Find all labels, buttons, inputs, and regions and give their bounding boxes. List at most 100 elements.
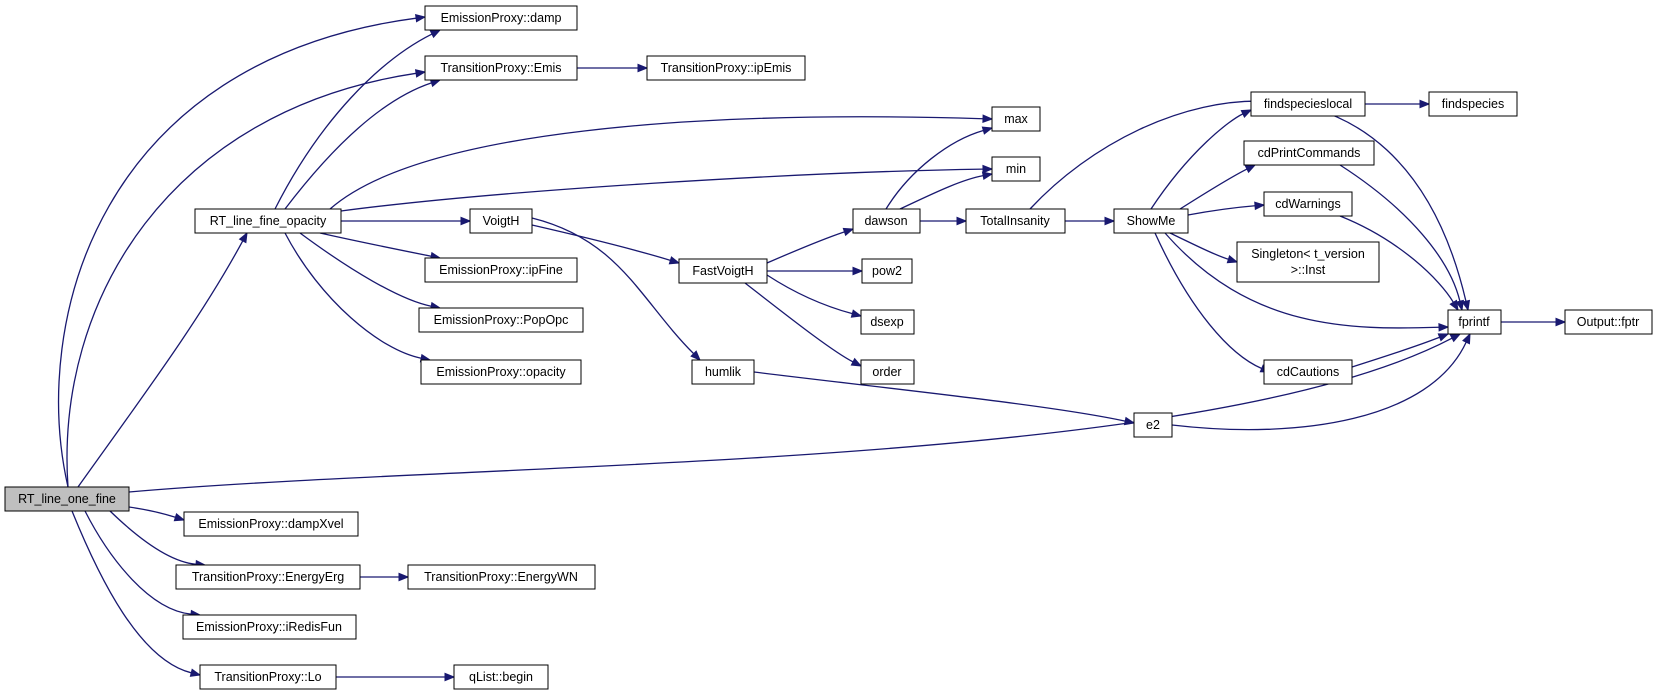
node-order[interactable]: order (860, 359, 915, 385)
node-label: EmissionProxy::dampXvel (198, 517, 343, 531)
edge-e2-to-fprintf (1171, 332, 1471, 431)
node-cdwarnings[interactable]: cdWarnings (1263, 191, 1353, 217)
edge-line (1351, 336, 1440, 368)
edge-fprintf-to-output-fptr (1501, 317, 1567, 327)
arrowhead-icon (173, 513, 186, 522)
node-label: cdWarnings (1275, 197, 1341, 211)
node-voigth[interactable]: VoigtH (469, 208, 533, 234)
edge-cdcautions-to-fprintf (1351, 333, 1450, 368)
arrowhead-icon (1449, 299, 1459, 312)
edge-cdwarnings-to-fprintf (1339, 215, 1459, 312)
node-min[interactable]: min (991, 156, 1041, 182)
edge-rt-line-fine-opacity-to-emissionproxy-ipfine (319, 232, 442, 261)
node-findspecies[interactable]: findspecies (1428, 91, 1518, 117)
edge-line (1339, 215, 1454, 303)
edge-dawson-to-max (885, 126, 994, 210)
arrowhead-icon (1555, 317, 1567, 327)
node-emissionproxy-damp[interactable]: EmissionProxy::damp (424, 5, 578, 31)
node-label: FastVoigtH (692, 264, 753, 278)
node-rt-line-fine-opacity[interactable]: RT_line_fine_opacity (194, 208, 342, 234)
edge-line (1150, 113, 1244, 210)
node-label: TransitionProxy::Lo (214, 670, 321, 684)
node-output-fptr[interactable]: Output::fptr (1564, 309, 1653, 335)
node-label: findspecies (1442, 97, 1505, 111)
node-label: order (872, 365, 901, 379)
edge-line (274, 33, 433, 210)
edge-line (77, 240, 244, 488)
node-cdcautions[interactable]: cdCautions (1263, 359, 1353, 385)
node-rt-line-one-fine[interactable]: RT_line_one_fine (4, 486, 130, 512)
node-fprintf[interactable]: fprintf (1447, 309, 1502, 335)
edge-cdprintcommands-to-fprintf (1339, 164, 1465, 312)
node-label: e2 (1146, 418, 1160, 432)
edge-rt-line-one-fine-to-emissionproxy-dampxvel (128, 506, 186, 522)
arrowhead-icon (1226, 254, 1239, 264)
edge-dawson-to-totalinsanity (920, 216, 968, 226)
node-fastvoigth[interactable]: FastVoigtH (678, 258, 768, 284)
node-emissionproxy-opacity[interactable]: EmissionProxy::opacity (420, 359, 582, 385)
node-transitionproxy-lo[interactable]: TransitionProxy::Lo (199, 664, 337, 690)
edge-line (531, 217, 695, 355)
edge-line (128, 337, 1453, 493)
edge-line (109, 510, 197, 565)
node-label: TotalInsanity (980, 214, 1050, 228)
arrowhead-icon (956, 216, 968, 226)
edge-findspecieslocal-to-findspecies (1364, 99, 1431, 109)
node-label: EmissionProxy::PopOpc (434, 313, 569, 327)
node-label: qList::begin (469, 670, 533, 684)
edge-line (1339, 164, 1461, 302)
node-findspecieslocal[interactable]: findspecieslocal (1250, 91, 1366, 117)
arrowhead-icon (429, 29, 442, 39)
edge-dawson-to-min (899, 171, 994, 210)
edge-line (128, 506, 176, 518)
node-transitionproxy-ipemis[interactable]: TransitionProxy::ipEmis (646, 55, 806, 81)
edge-rt-line-one-fine-to-emissionproxy-damp (58, 13, 427, 488)
arrowhead-icon (398, 572, 410, 582)
node-label: EmissionProxy::opacity (436, 365, 566, 379)
node-cdprintcommands[interactable]: cdPrintCommands (1243, 140, 1375, 166)
node-label: findspecieslocal (1264, 97, 1352, 111)
node-transitionproxy-energywn[interactable]: TransitionProxy::EnergyWN (407, 564, 596, 590)
node-emissionproxy-ipfine[interactable]: EmissionProxy::ipFine (424, 257, 578, 283)
node-label: TransitionProxy::Emis (440, 61, 561, 75)
edge-showme-to-singleton (1169, 232, 1239, 264)
node-label: humlik (705, 365, 742, 379)
edge-showme-to-cdwarnings (1187, 201, 1266, 216)
arrowhead-icon (981, 126, 994, 135)
arrowhead-icon (982, 114, 994, 124)
edge-transitionproxy-lo-to-qlist-begin (336, 672, 456, 682)
edge-line (71, 510, 192, 674)
edge-rt-line-fine-opacity-to-voigth (341, 216, 472, 226)
node-showme[interactable]: ShowMe (1113, 208, 1189, 234)
node-emissionproxy-dampxvel[interactable]: EmissionProxy::dampXvel (183, 511, 359, 537)
edge-voigth-to-humlik (531, 217, 701, 361)
node-dawson[interactable]: dawson (852, 208, 921, 234)
edge-line (531, 224, 671, 261)
edge-line (744, 282, 854, 363)
node-pow2[interactable]: pow2 (861, 258, 913, 284)
node-humlik[interactable]: humlik (691, 359, 755, 385)
edge-rt-line-one-fine-to-transitionproxy-lo (71, 510, 202, 677)
arrowhead-icon (842, 227, 855, 237)
node-max[interactable]: max (991, 106, 1041, 132)
node-dsexp[interactable]: dsexp (860, 309, 915, 335)
arrowhead-icon (981, 171, 994, 181)
edge-line (329, 116, 984, 210)
edge-line (340, 168, 984, 212)
arrowhead-icon (414, 69, 427, 78)
edge-transitionproxy-emis-to-transitionproxy-ipemis (577, 63, 649, 73)
node-label: >::Inst (1291, 263, 1326, 277)
node-singleton-inst[interactable]: Singleton< t_version >::Inst (1236, 241, 1380, 283)
node-totalinsanity[interactable]: TotalInsanity (965, 208, 1066, 234)
node-transitionproxy-energyerg[interactable]: TransitionProxy::EnergyErg (175, 564, 361, 590)
node-label: max (1004, 112, 1028, 126)
node-e2[interactable]: e2 (1133, 412, 1173, 438)
node-qlist-begin[interactable]: qList::begin (453, 664, 549, 690)
node-emissionproxy-popopc[interactable]: EmissionProxy::PopOpc (418, 307, 584, 333)
node-label: cdCautions (1277, 365, 1340, 379)
node-emissionproxy-iredisfun[interactable]: EmissionProxy::iRedisFun (182, 614, 357, 640)
edge-line (899, 175, 984, 210)
node-transitionproxy-emis[interactable]: TransitionProxy::Emis (424, 55, 578, 81)
edge-line (1171, 341, 1467, 431)
